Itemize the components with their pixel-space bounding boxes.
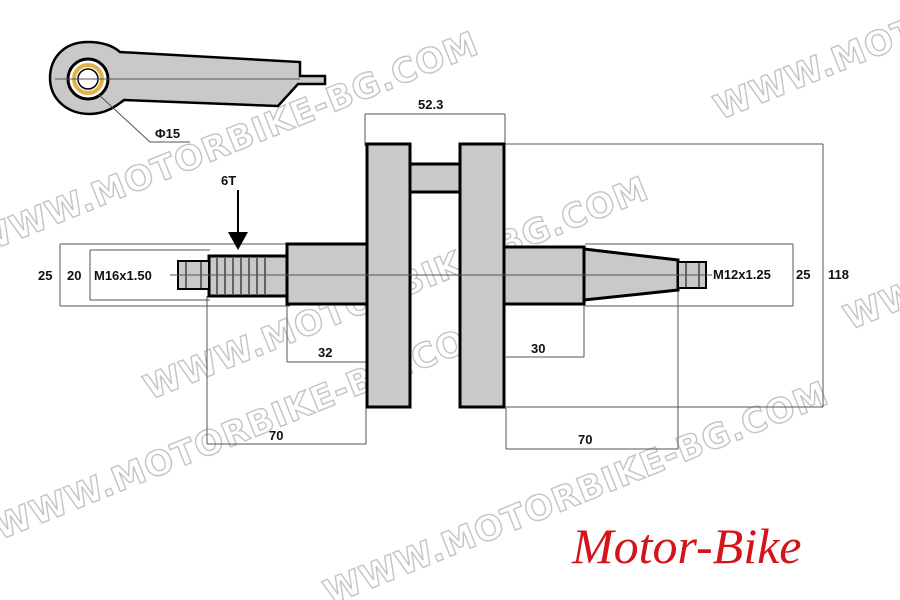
dimension-lines bbox=[59, 113, 824, 450]
label-left-length: 70 bbox=[269, 428, 283, 443]
crank-pin bbox=[405, 162, 466, 194]
connecting-rod-outline bbox=[48, 40, 327, 116]
arrow-down-icon bbox=[228, 232, 248, 250]
label-right-thread: M12x1.25 bbox=[713, 267, 771, 282]
label-left-outer: 25 bbox=[38, 268, 52, 283]
watermark-text: WWW.MOTORBIKE-BG.COM bbox=[708, 0, 900, 128]
rod-bore-leader bbox=[97, 93, 151, 143]
brand-logo: Motor-Bike bbox=[571, 518, 801, 574]
label-left-journal: 32 bbox=[318, 345, 332, 360]
label-left-inner: 20 bbox=[67, 268, 81, 283]
label-right-length: 70 bbox=[578, 432, 592, 447]
rod-bore-label: Φ15 bbox=[155, 126, 180, 141]
label-spline: 6T bbox=[221, 173, 236, 188]
dimension-labels: 52.3 118 6T 25 20 M16x1.50 M12x1.25 25 3… bbox=[38, 97, 849, 447]
spline-teeth bbox=[216, 258, 266, 294]
spline-arrow bbox=[228, 190, 248, 250]
label-web-width: 52.3 bbox=[418, 97, 443, 112]
label-right-journal: 30 bbox=[531, 341, 545, 356]
left-spline bbox=[207, 254, 289, 298]
label-right-diameter: 25 bbox=[796, 267, 810, 282]
left-main-journal bbox=[285, 242, 369, 306]
label-left-thread: M16x1.50 bbox=[94, 268, 152, 283]
connecting-rod: Φ15 bbox=[48, 40, 327, 143]
crankshaft bbox=[170, 142, 712, 409]
label-total-height: 118 bbox=[828, 267, 849, 282]
watermark-text: WWW.MOTORBIKE-BG.COM bbox=[838, 99, 900, 339]
